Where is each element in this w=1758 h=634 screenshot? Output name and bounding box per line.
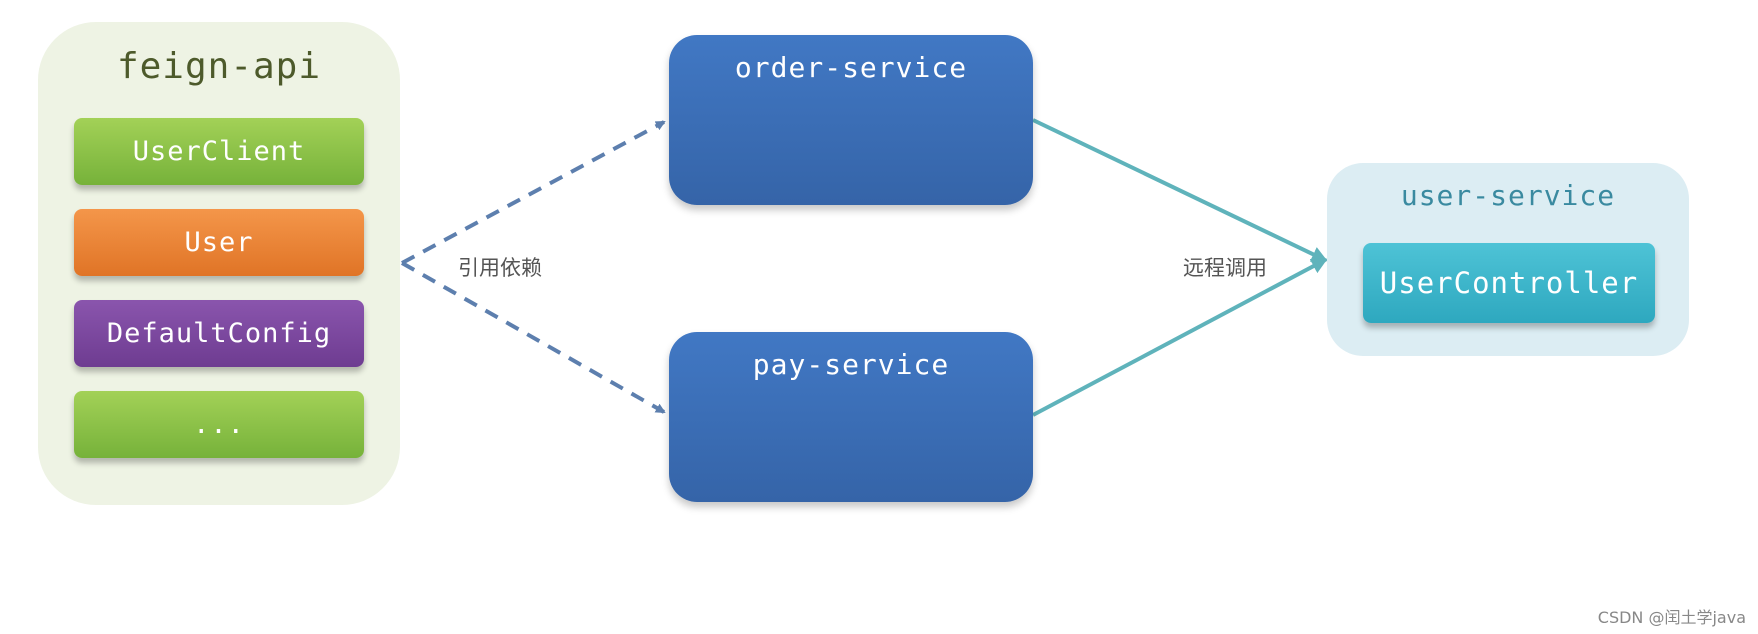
user-box: User [74,209,364,276]
feign-api-group: feign-api UserClient User DefaultConfig … [38,22,400,505]
remote-call-label: 远程调用 [1183,256,1267,280]
dependency-label: 引用依赖 [458,256,542,280]
dependency-arrow-pay [401,261,666,414]
dependency-arrow-order [401,120,666,265]
pay-service-box: pay-service [669,332,1033,502]
user-controller-box: UserController [1363,243,1655,323]
default-config-box: DefaultConfig [74,300,364,367]
watermark: CSDN @闰土学java [1597,608,1746,627]
order-service-box: order-service [669,35,1033,205]
pay-service-title: pay-service [752,348,950,381]
order-service-title: order-service [734,51,968,84]
user-service-group: user-service UserController [1327,163,1689,356]
feign-api-title: feign-api [116,46,322,87]
more-items-box: ... [74,391,364,458]
user-service-title: user-service [1400,179,1616,212]
user-client-box: UserClient [74,118,364,185]
remote-call-arrow-pay [1032,258,1328,417]
remote-call-arrow-order [1032,118,1328,262]
